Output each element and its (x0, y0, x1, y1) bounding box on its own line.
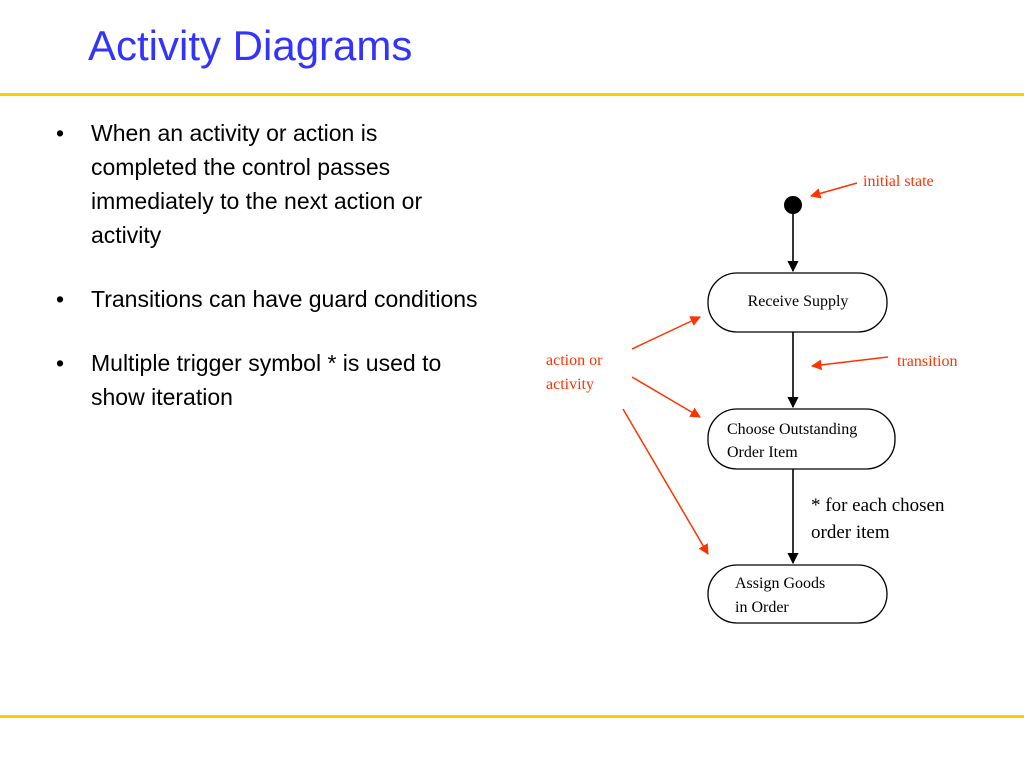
bullet-icon: • (56, 350, 65, 376)
state-label: in Order (735, 599, 789, 616)
initial-state-node (784, 196, 802, 214)
annotation-arrow (622, 408, 709, 555)
annotation-arrow (810, 356, 889, 371)
annotation-transition: transition (897, 353, 957, 370)
annotation-action: activity (546, 376, 594, 393)
action-state-receive-supply (707, 272, 888, 333)
state-label: Assign Goods (735, 575, 825, 592)
bullet-text: Transitions can have guard conditions (91, 286, 478, 312)
state-label: Order Item (727, 444, 798, 461)
bullet-item: • When an activity or action is completed… (50, 116, 480, 252)
annotation-initial-state: initial state (863, 173, 934, 190)
bullet-list: • When an activity or action is completed… (50, 116, 480, 444)
action-state-choose-item (707, 408, 896, 470)
action-state-assign-goods (707, 564, 888, 624)
guard-condition-label: * for each chosen (811, 495, 945, 516)
state-label: Choose Outstanding (727, 421, 857, 438)
bottom-divider (0, 715, 1024, 718)
bullet-icon: • (56, 120, 65, 146)
bullet-icon: • (56, 286, 65, 312)
bullet-item: • Transitions can have guard conditions (50, 282, 480, 316)
guard-condition-label: order item (811, 522, 890, 543)
slide-title: Activity Diagrams (88, 22, 413, 69)
bullet-text: Multiple trigger symbol * is used to sho… (91, 350, 442, 410)
state-label: Receive Supply (748, 293, 849, 310)
top-divider (0, 93, 1024, 96)
annotation-arrow (631, 316, 701, 350)
annotation-arrow (809, 182, 858, 199)
annotation-arrow (631, 376, 701, 418)
bullet-item: • Multiple trigger symbol * is used to sh… (50, 346, 480, 414)
annotation-action: action or (546, 352, 603, 369)
bullet-text: When an activity or action is completed … (91, 120, 423, 248)
